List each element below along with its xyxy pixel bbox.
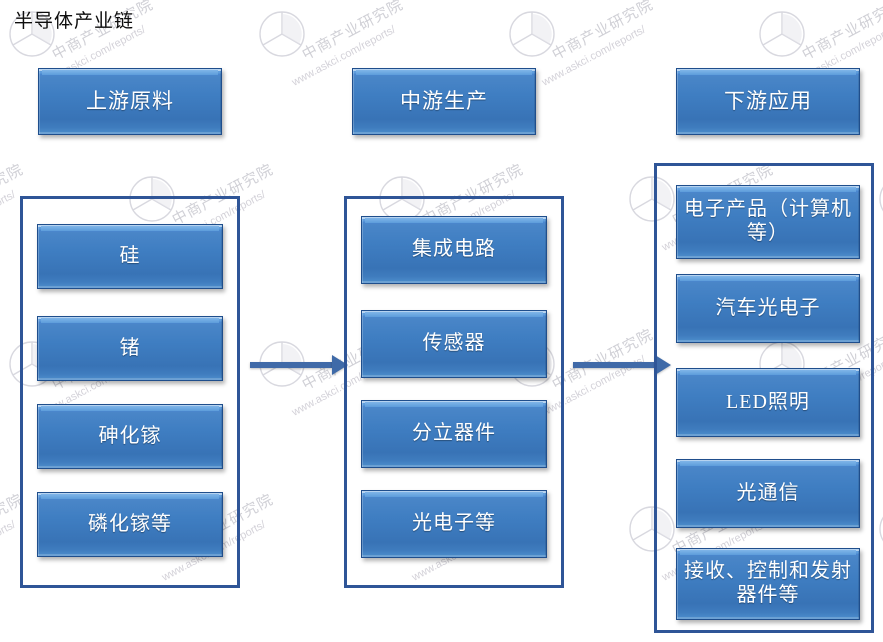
item-label-upstream-3: 磷化镓等 bbox=[88, 512, 172, 535]
item-label-midstream-0: 集成电路 bbox=[412, 238, 496, 261]
item-box-midstream-2[interactable]: 分立器件 bbox=[361, 400, 547, 468]
item-label-midstream-2: 分立器件 bbox=[412, 422, 496, 445]
item-box-upstream-2[interactable]: 砷化镓 bbox=[37, 404, 223, 469]
arrow-upstream-to-midstream bbox=[250, 355, 348, 375]
item-label-downstream-1: 汽车光电子 bbox=[715, 296, 821, 319]
group-frame-midstream bbox=[344, 196, 564, 588]
arrow-shaft bbox=[250, 362, 332, 368]
bevel-highlight bbox=[41, 494, 219, 499]
bevel-highlight bbox=[680, 187, 856, 192]
column-header-midstream-label: 中游生产 bbox=[400, 89, 488, 114]
page-title: 半导体产业链 bbox=[14, 11, 135, 32]
bevel-highlight bbox=[680, 276, 856, 281]
column-header-midstream[interactable]: 中游生产 bbox=[352, 68, 536, 135]
bevel-highlight bbox=[356, 70, 532, 75]
bevel-highlight bbox=[680, 70, 856, 75]
bevel-highlight bbox=[41, 318, 219, 323]
item-box-downstream-2[interactable]: LED照明 bbox=[676, 368, 860, 437]
item-label-downstream-3: 光通信 bbox=[736, 481, 800, 504]
arrow-shaft bbox=[573, 362, 655, 368]
column-header-upstream[interactable]: 上游原料 bbox=[38, 68, 222, 135]
item-box-midstream-1[interactable]: 传感器 bbox=[361, 310, 547, 378]
bevel-highlight bbox=[42, 70, 218, 75]
item-box-downstream-0[interactable]: 电子产品（计算机等） bbox=[676, 185, 860, 259]
item-box-downstream-1[interactable]: 汽车光电子 bbox=[676, 274, 860, 343]
item-label-downstream-4: 接收、控制和发射器件等 bbox=[684, 560, 852, 606]
item-box-downstream-4[interactable]: 接收、控制和发射器件等 bbox=[676, 548, 860, 620]
bevel-highlight bbox=[365, 402, 543, 407]
bevel-highlight bbox=[365, 312, 543, 317]
item-box-downstream-3[interactable]: 光通信 bbox=[676, 459, 860, 528]
column-header-upstream-label: 上游原料 bbox=[86, 89, 174, 114]
bevel-highlight bbox=[680, 550, 856, 555]
arrow-midstream-to-downstream bbox=[573, 355, 671, 375]
item-label-downstream-0: 电子产品（计算机等） bbox=[684, 198, 852, 244]
item-box-upstream-0[interactable]: 硅 bbox=[37, 224, 223, 289]
group-frame-downstream bbox=[654, 163, 874, 633]
item-box-midstream-3[interactable]: 光电子等 bbox=[361, 490, 547, 558]
bevel-highlight bbox=[41, 226, 219, 231]
bevel-highlight bbox=[680, 370, 856, 375]
bevel-highlight bbox=[365, 218, 543, 223]
item-label-upstream-0: 硅 bbox=[119, 244, 141, 267]
item-label-midstream-3: 光电子等 bbox=[412, 512, 496, 535]
item-label-downstream-2: LED照明 bbox=[726, 390, 810, 413]
item-label-midstream-1: 传感器 bbox=[422, 332, 486, 355]
item-box-midstream-0[interactable]: 集成电路 bbox=[361, 216, 547, 284]
bevel-highlight bbox=[365, 492, 543, 497]
item-label-upstream-2: 砷化镓 bbox=[98, 424, 162, 447]
column-header-downstream-label: 下游应用 bbox=[724, 89, 812, 114]
item-box-upstream-1[interactable]: 锗 bbox=[37, 316, 223, 381]
bevel-highlight bbox=[41, 406, 219, 411]
column-header-downstream[interactable]: 下游应用 bbox=[676, 68, 860, 135]
arrow-head-icon bbox=[655, 355, 671, 375]
item-label-upstream-1: 锗 bbox=[119, 336, 141, 359]
item-box-upstream-3[interactable]: 磷化镓等 bbox=[37, 492, 223, 557]
bevel-highlight bbox=[680, 461, 856, 466]
